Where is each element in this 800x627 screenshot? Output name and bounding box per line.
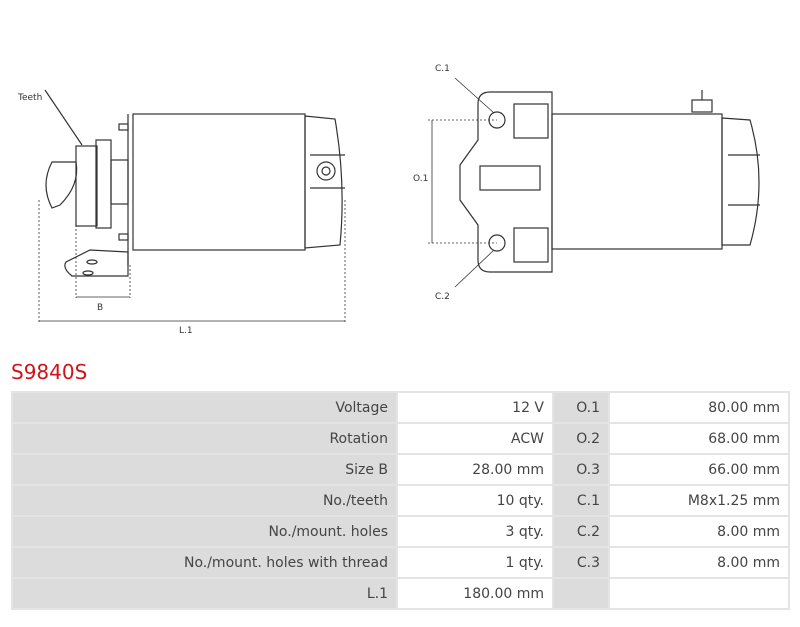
spec-code: O.1 [554,393,608,422]
spec-code: O.2 [554,424,608,453]
spec-label: No./teeth [13,486,396,515]
spec-label: No./mount. holes with thread [13,548,396,577]
starter-motor-diagram: Teeth B L.1 C.1 O.1 C.2 [17,64,760,336]
spec-label: L.1 [13,579,396,608]
spec-code [554,579,608,608]
spec-code-value: 68.00 mm [610,424,788,453]
spec-value: 3 qty. [398,517,552,546]
spec-value: ACW [398,424,552,453]
spec-code-value: M8x1.25 mm [610,486,788,515]
spec-code-value [610,579,788,608]
c1-label: C.1 [435,64,450,74]
spec-code-value: 66.00 mm [610,455,788,484]
spec-code: C.2 [554,517,608,546]
spec-label: Rotation [13,424,396,453]
spec-value: 180.00 mm [398,579,552,608]
spec-code: C.3 [554,548,608,577]
spec-value: 10 qty. [398,486,552,515]
teeth-label: Teeth [17,93,42,103]
product-title: S9840S [11,360,88,384]
spec-code: C.1 [554,486,608,515]
teeth-leader-line [44,89,83,146]
spec-code-value: 8.00 mm [610,517,788,546]
spec-code-value: 8.00 mm [610,548,788,577]
spec-code: O.3 [554,455,608,484]
l1-dimension-label: L.1 [179,326,193,336]
front-view: C.1 O.1 C.2 [413,64,760,302]
spec-label: Voltage [13,393,396,422]
o1-label: O.1 [413,174,428,184]
spec-code-value: 80.00 mm [610,393,788,422]
c2-label: C.2 [435,292,450,302]
side-view: Teeth B L.1 [17,89,346,336]
spec-label: No./mount. holes [13,517,396,546]
spec-value: 1 qty. [398,548,552,577]
spec-value: 28.00 mm [398,455,552,484]
b-dimension-label: B [97,303,103,313]
spec-value: 12 V [398,393,552,422]
spec-label: Size B [13,455,396,484]
